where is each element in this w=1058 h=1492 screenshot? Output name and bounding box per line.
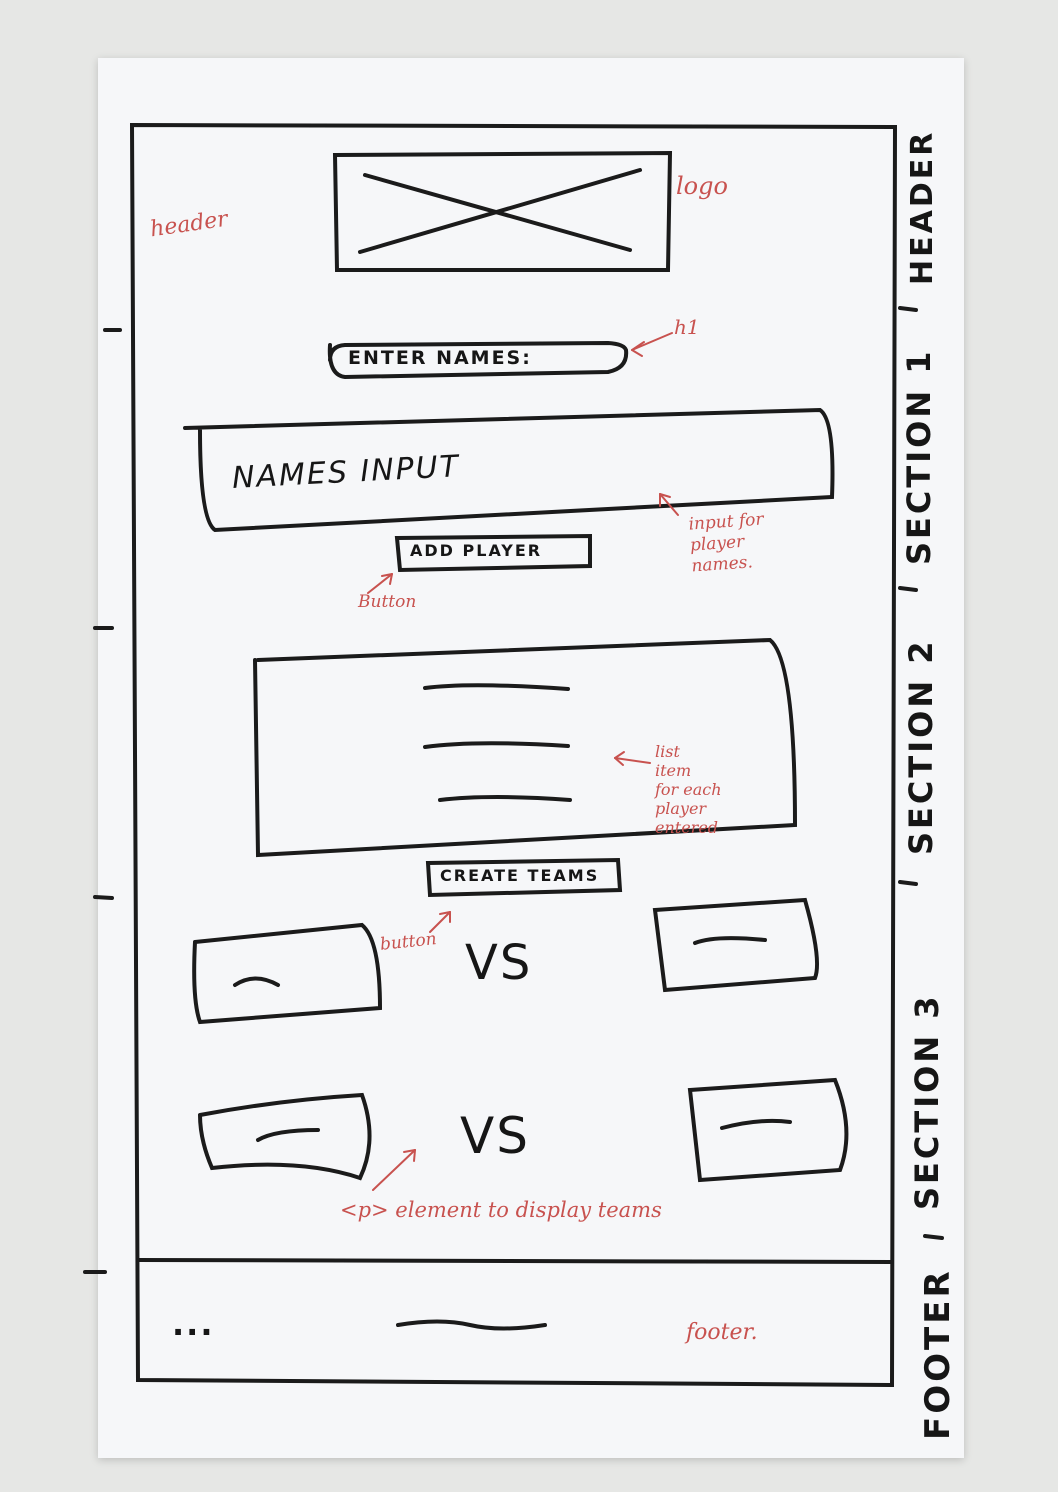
paper-sheet	[98, 58, 964, 1458]
section-label-2: SECTION 2	[902, 638, 940, 855]
annotation-list-note: list item for each player entered	[655, 742, 722, 837]
create-teams-button[interactable]: CREATE TEAMS	[440, 866, 600, 885]
footer-dots: ...	[172, 1305, 215, 1343]
section-label-3: SECTION 3	[908, 993, 946, 1210]
annotation-footer: footer.	[686, 1320, 758, 1345]
annotation-input-note: input for player names.	[687, 509, 765, 577]
section-label-footer: FOOTER	[918, 1268, 958, 1440]
enter-names-heading: ENTER NAMES:	[348, 347, 532, 369]
annotation-logo: logo	[676, 172, 728, 200]
vs-text-2: VS	[460, 1107, 530, 1165]
section-label-header: HEADER	[905, 129, 940, 285]
add-player-button[interactable]: ADD PLAYER	[410, 541, 543, 560]
section-label-1: SECTION 1	[900, 348, 938, 565]
vs-text-1: VS	[465, 935, 533, 991]
annotation-h1: h1	[674, 315, 700, 339]
annotation-p-element: <p> element to display teams	[340, 1198, 662, 1222]
annotation-button-1: Button	[358, 592, 417, 612]
